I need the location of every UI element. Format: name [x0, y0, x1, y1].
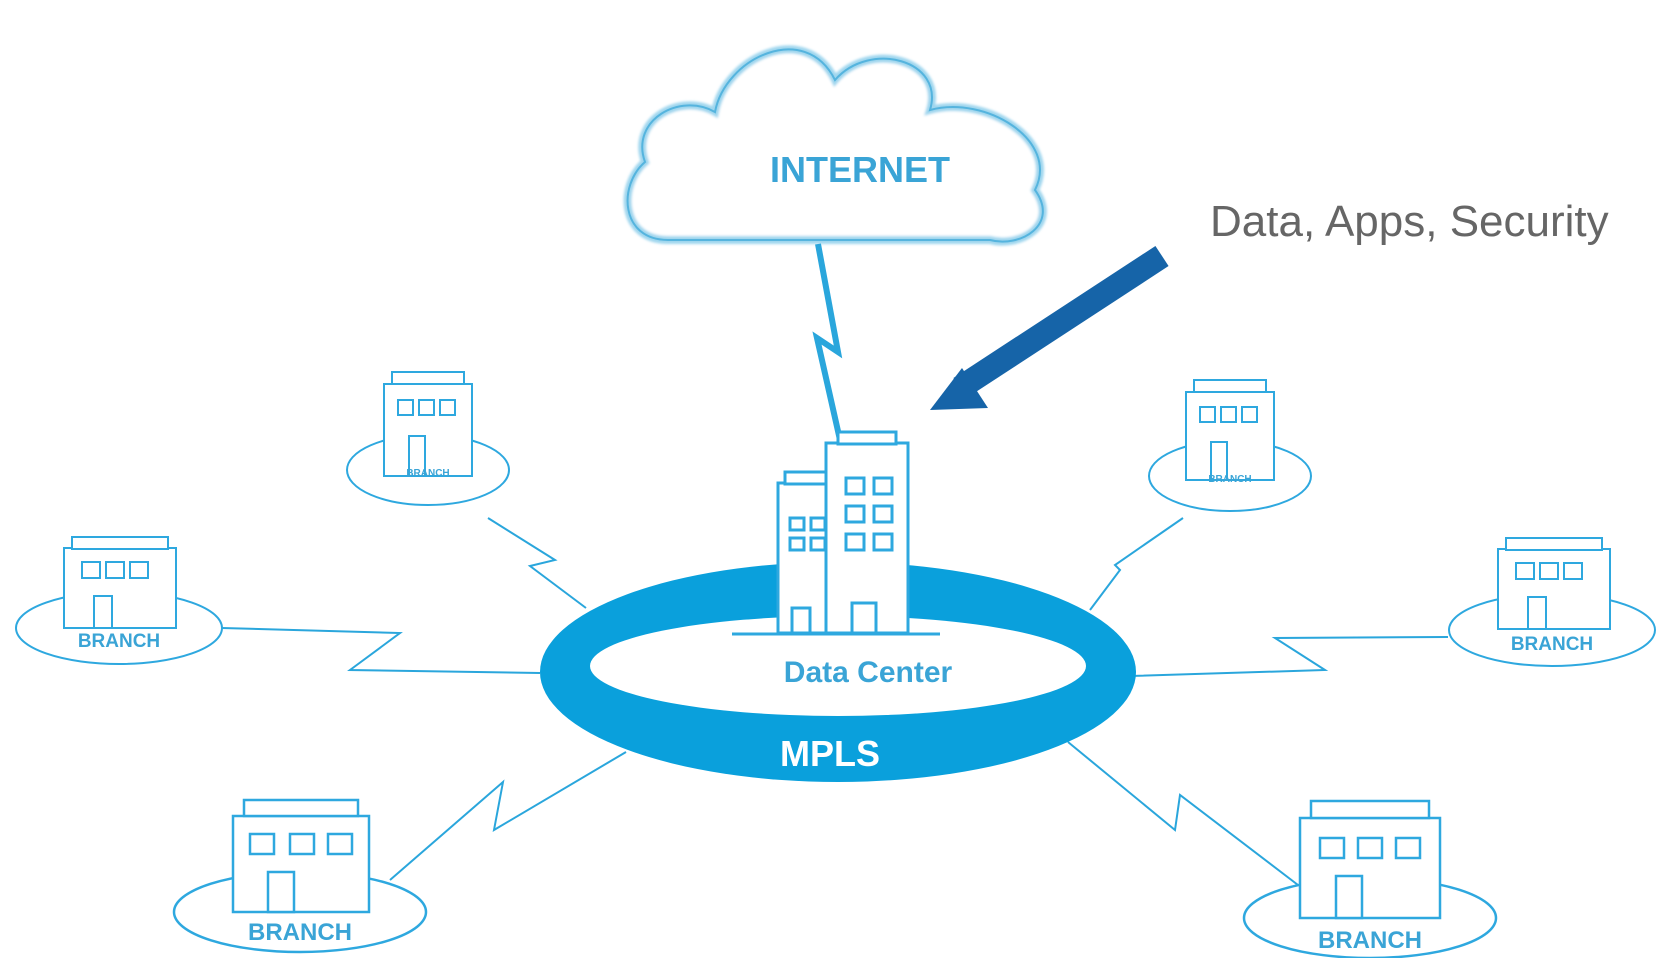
internet-label: INTERNET [770, 149, 950, 190]
branch-link-top-left [487, 517, 587, 609]
branch-bottom-left: BRANCH [172, 798, 428, 954]
building-icon [1497, 537, 1611, 630]
branch-link-mid-right [1129, 636, 1449, 677]
branch-top-left: BRANCH [346, 371, 510, 506]
branch-label: BRANCH [406, 468, 449, 479]
branch-label: BRANCH [1511, 634, 1593, 655]
data-center: Data Center [732, 430, 953, 689]
internet-link [812, 243, 843, 441]
branch-link-bottom-right [1067, 741, 1299, 886]
building-icon [1298, 799, 1442, 920]
branch-link-top-right [1089, 517, 1184, 611]
building-icon [63, 536, 177, 629]
annotation-text: Data, Apps, Security [1210, 197, 1609, 246]
branch-label: BRANCH [1208, 474, 1251, 485]
data-center-label: Data Center [784, 656, 953, 689]
building-icon [1185, 379, 1275, 481]
branch-label: BRANCH [78, 631, 160, 652]
branch-label: BRANCH [1318, 927, 1422, 954]
building-icon [383, 371, 473, 477]
internet-cloud: INTERNET [623, 45, 1047, 246]
annotation-arrow [930, 245, 1169, 410]
mpls-ring: MPLS [540, 562, 1136, 782]
branch-links [221, 517, 1449, 886]
branch-link-bottom-left [389, 751, 627, 881]
mpls-label: MPLS [780, 733, 880, 774]
office-building-icon [732, 430, 940, 636]
branch-link-mid-left [221, 627, 541, 674]
branch-mid-right: BRANCH [1448, 537, 1656, 667]
building-icon [231, 798, 371, 914]
branch-label: BRANCH [248, 919, 352, 946]
branch-top-right: BRANCH [1148, 379, 1312, 512]
branch-mid-left: BRANCH [15, 536, 223, 665]
branch-bottom-right: BRANCH [1242, 799, 1498, 958]
